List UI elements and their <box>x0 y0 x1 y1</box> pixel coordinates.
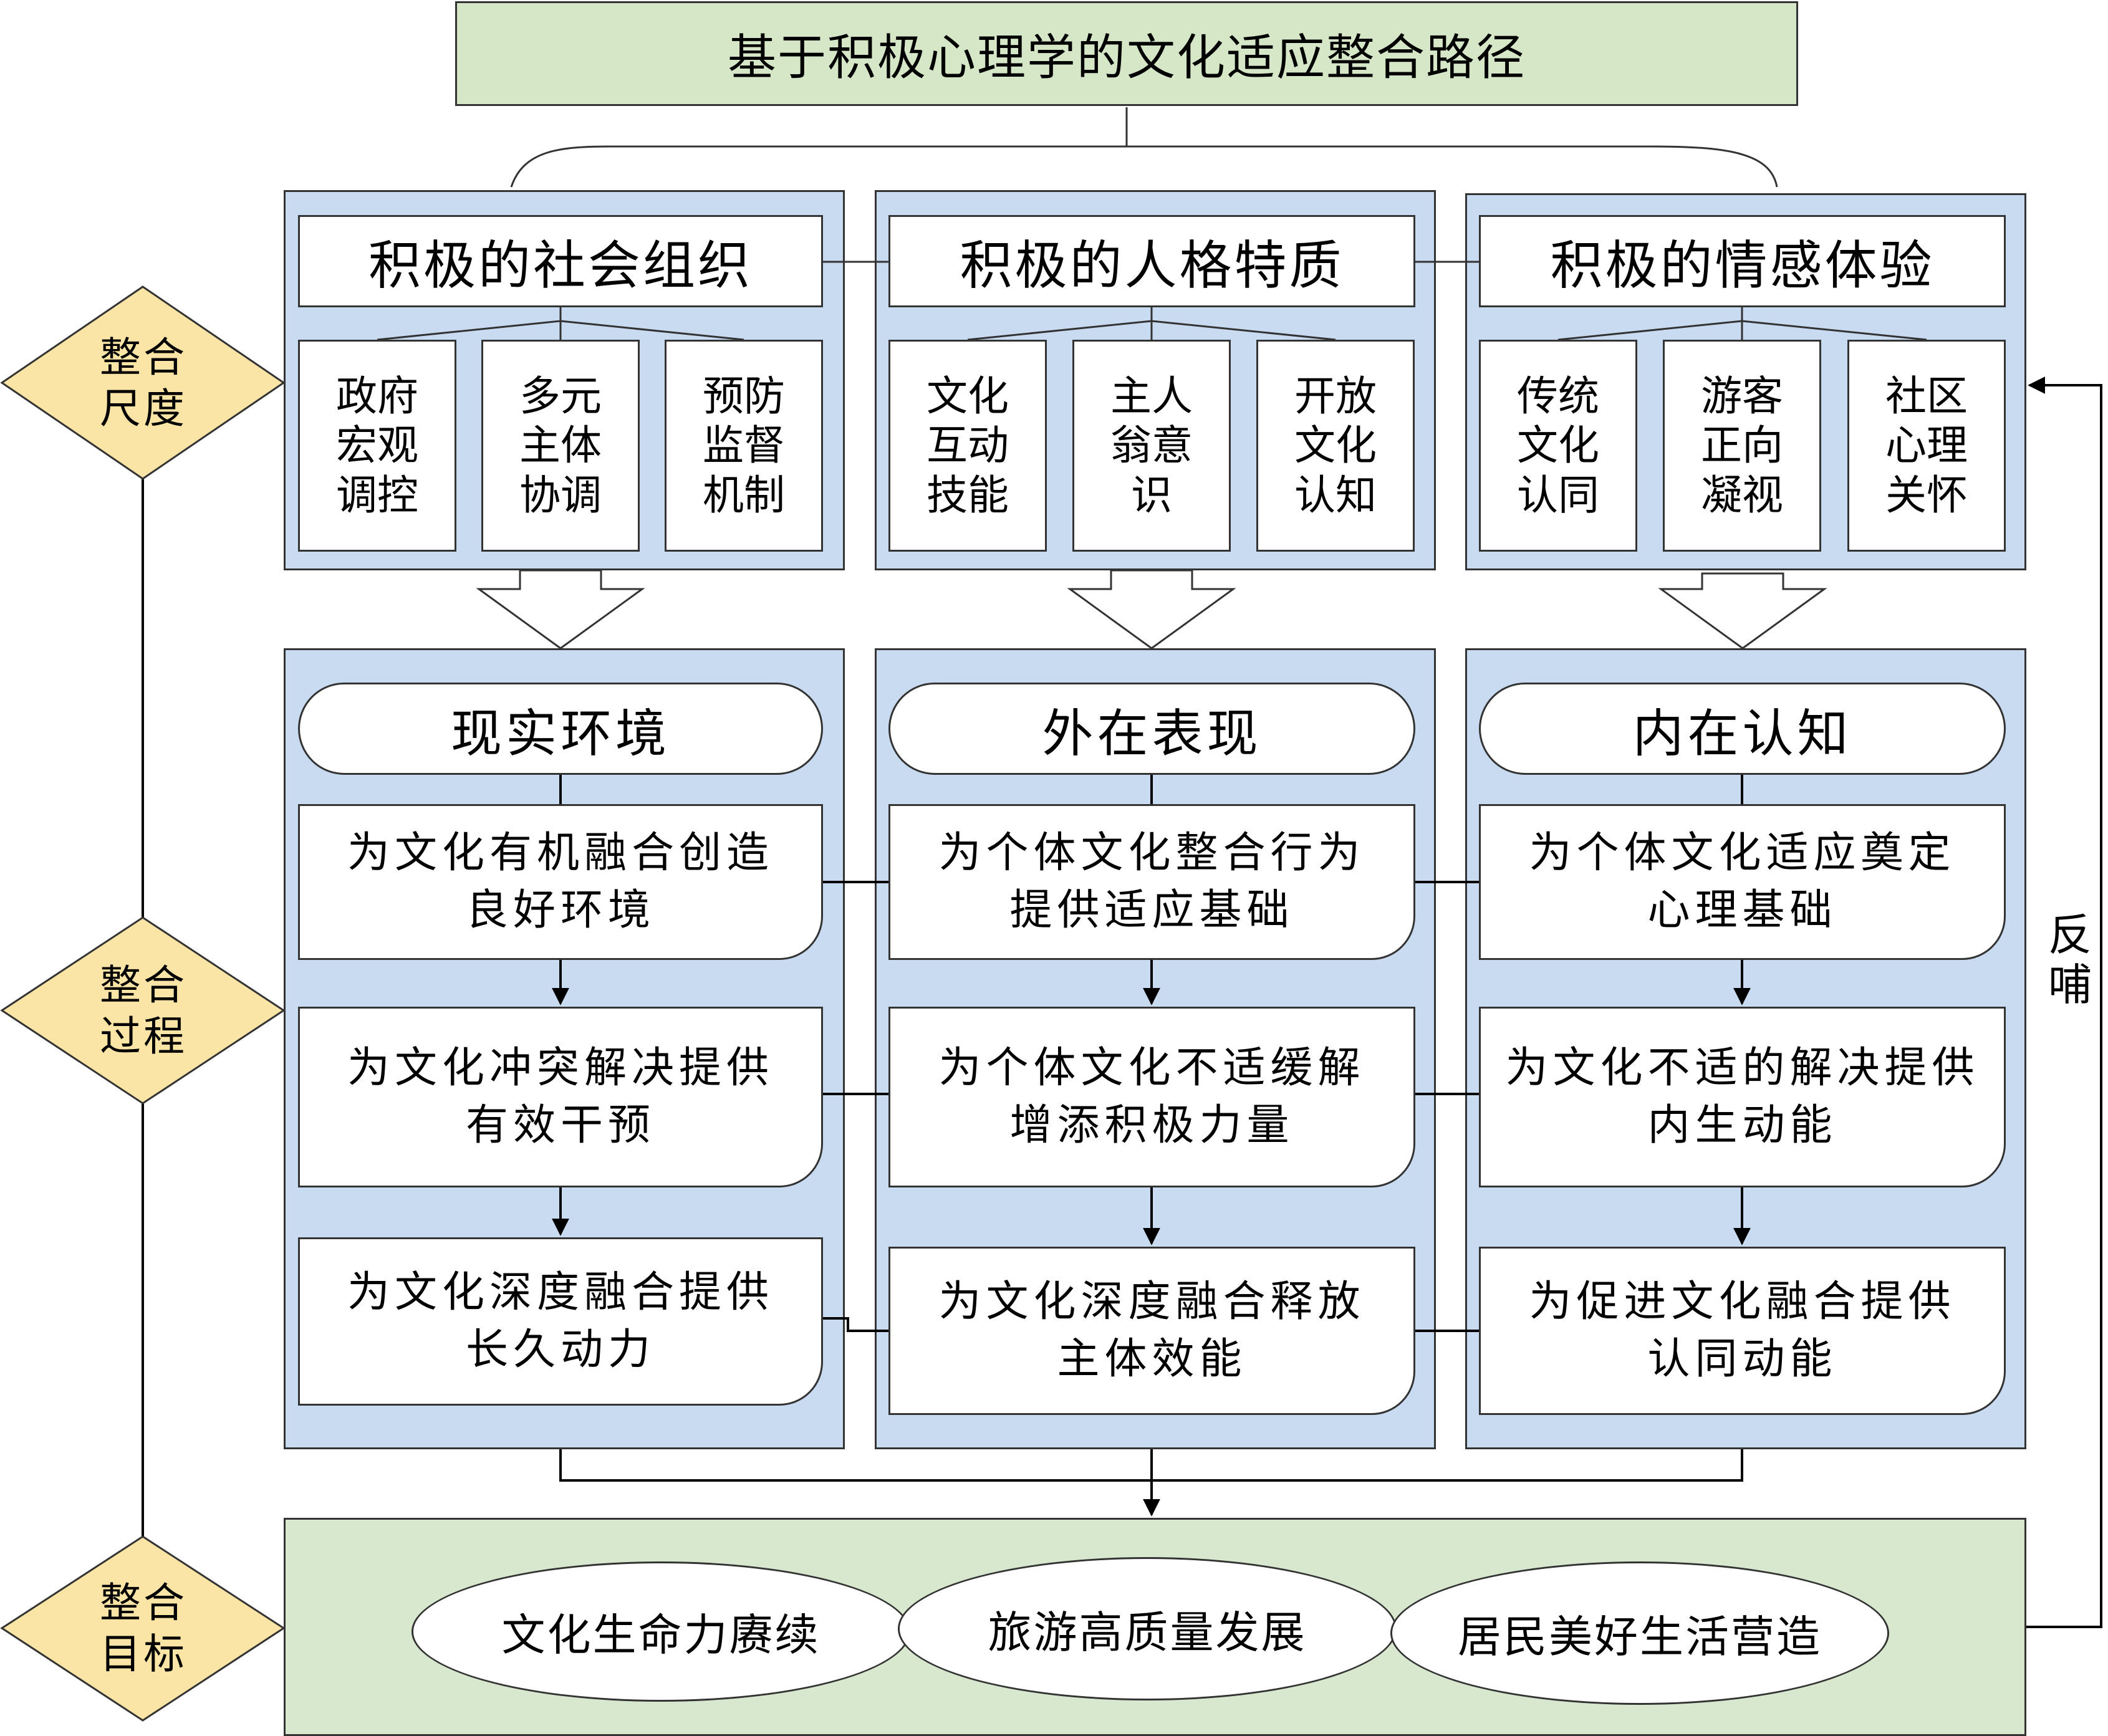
step-box: 为个体文化不适缓解增添积极力量 <box>888 1007 1415 1187</box>
sub-item-government-macro-control: 政府宏观调控 <box>298 340 456 552</box>
step-box: 为文化有机融合创造良好环境 <box>298 804 823 960</box>
step-box: 为文化深度融合释放主体效能 <box>888 1247 1415 1415</box>
step-box: 为文化不适的解决提供内生动能 <box>1479 1007 2006 1187</box>
header-social-organization: 积极的社会组织 <box>298 215 823 307</box>
feedback-arrow <box>2026 376 2102 1628</box>
step-box: 为文化冲突解决提供有效干预 <box>298 1007 823 1187</box>
goal-tourism-development: 旅游高质量发展 <box>898 1557 1397 1700</box>
diagram-title: 基于积极心理学的文化适应整合路径 <box>455 1 1798 106</box>
label-integration-process: 整合过程 <box>100 961 187 1061</box>
sub-item-open-cultural-cognition: 开放文化认知 <box>1256 340 1415 552</box>
down-block-arrow-3 <box>1658 572 1827 650</box>
label-integration-goals: 整合目标 <box>100 1578 187 1679</box>
title-brace <box>510 145 1778 188</box>
feedback-label: 反哺 <box>2042 898 2098 1022</box>
pill-internal-cognition: 内在认知 <box>1479 683 2006 775</box>
sub-item-traditional-cultural-identity: 传统文化认同 <box>1479 340 1637 552</box>
goal-cultural-vitality: 文化生命力赓续 <box>411 1561 910 1702</box>
down-block-arrow-2 <box>1067 569 1236 650</box>
sub-item-tourist-positive-gaze: 游客正向凝视 <box>1663 340 1821 552</box>
header-personality-traits: 积极的人格特质 <box>888 215 1415 307</box>
sub-item-prevention-supervision: 预防监督机制 <box>665 340 823 552</box>
label-integration-scale: 整合尺度 <box>100 333 187 433</box>
sub-item-multi-subject-coordination: 多元主体协调 <box>481 340 640 552</box>
header-emotional-experience: 积极的情感体验 <box>1479 215 2006 307</box>
step-box: 为个体文化整合行为提供适应基础 <box>888 804 1415 960</box>
diamond-integration-process <box>0 916 286 1105</box>
step-box: 为文化深度融合提供长久动力 <box>298 1237 823 1406</box>
sub-item-cultural-interaction-skills: 文化互动技能 <box>888 340 1047 552</box>
goal-resident-wellbeing: 居民美好生活营造 <box>1390 1561 1889 1705</box>
diamond-integration-scale <box>0 285 286 480</box>
diamond-integration-goals <box>0 1535 286 1722</box>
step-box: 为个体文化适应奠定心理基础 <box>1479 804 2006 960</box>
pill-real-environment: 现实环境 <box>298 683 823 775</box>
sub-item-ownership-awareness: 主人翁意识 <box>1072 340 1231 552</box>
pill-external-performance: 外在表现 <box>888 683 1415 775</box>
step-box: 为促进文化融合提供认同动能 <box>1479 1247 2006 1415</box>
sub-item-community-psychological-care: 社区心理关怀 <box>1847 340 2006 552</box>
down-block-arrow-1 <box>476 569 645 650</box>
